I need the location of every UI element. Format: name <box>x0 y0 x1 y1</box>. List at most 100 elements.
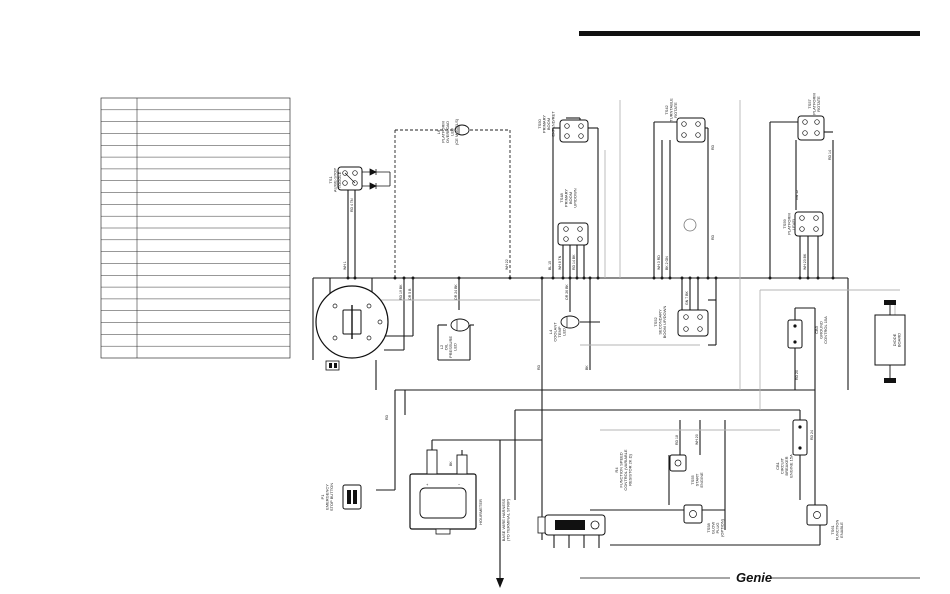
svg-text:OVERLOAD: OVERLOAD <box>445 121 450 143</box>
p1-emergency-stop-button[interactable] <box>342 484 362 510</box>
svg-text:TURNTABLE: TURNTABLE <box>669 98 674 122</box>
svg-text:(CE MODELS): (CE MODELS) <box>454 118 459 145</box>
svg-text:TS1: TS1 <box>328 176 333 184</box>
svg-text:LED: LED <box>450 128 455 136</box>
svg-text:P1: P1 <box>320 494 325 500</box>
svg-text:TS52: TS52 <box>653 316 658 326</box>
component-label-cb1: CB1 CIRCUIT BREAKER ENGINE 15A <box>775 454 794 478</box>
header-rule <box>579 31 920 36</box>
wire-label: RD <box>711 144 715 150</box>
wire-label: RD 18 <box>675 435 679 445</box>
svg-text:TS58: TS58 <box>706 522 711 532</box>
svg-text:L2: L2 <box>439 344 444 349</box>
ts52-secondary-boom-switch <box>677 309 709 337</box>
component-label-base-harness: BASE WIRE HARNESS (TO TERMINAL STRIP) <box>501 498 511 541</box>
svg-text:BOARD: BOARD <box>897 333 902 347</box>
bus-junctions <box>346 276 835 280</box>
svg-text:PRESSURE: PRESSURE <box>448 336 453 358</box>
svg-text:TS57: TS57 <box>807 98 812 108</box>
wire-label: BL 15 <box>548 261 552 270</box>
svg-text:ROTATE: ROTATE <box>673 102 678 118</box>
wire-label: OR 26 BK <box>565 284 569 300</box>
svg-text:PLATFORM: PLATFORM <box>787 213 792 234</box>
svg-text:OIL: OIL <box>444 343 449 350</box>
svg-text:BOOM: BOOM <box>546 118 551 130</box>
component-label-ts50: TS50 PRIMARY BOOM EXTEND/RET <box>537 111 556 137</box>
svg-text:BOOM: BOOM <box>568 192 573 204</box>
component-label-cb3: CB3 GROUND CONTROL 15A <box>814 316 828 344</box>
component-label-ts58: TS58 GLOW PLUG (OPTION) <box>706 518 725 537</box>
svg-text:(OPTION): (OPTION) <box>720 518 725 537</box>
component-label-ts52: TS52 SECONDARY BOOM UP/DOWN <box>653 306 667 339</box>
wire-label: WH 20 <box>695 434 699 445</box>
ts57-platform-rotate-switch <box>797 115 825 141</box>
svg-text:TEMP: TEMP <box>557 326 562 337</box>
svg-text:GROUND: GROUND <box>819 321 824 339</box>
wire-label: RD 4 TN <box>350 198 354 212</box>
ts55-start-engine-switch <box>669 454 687 472</box>
brand-logo: Genie <box>736 570 772 585</box>
svg-text:STOP BUTTON: STOP BUTTON <box>329 483 334 511</box>
dashed-ce-wires <box>394 129 511 278</box>
wire-label: RD <box>537 364 541 370</box>
mount-hole <box>683 218 697 232</box>
wire-label: WH 8 TN <box>558 255 562 270</box>
component-label-hourmeter: HOURMETER <box>478 499 483 525</box>
svg-text:PLATFORM: PLATFORM <box>812 93 817 114</box>
svg-text:R4: R4 <box>614 467 619 473</box>
component-label-ts55: TS55 START ENGINE <box>690 472 704 488</box>
svg-text:DIODE: DIODE <box>892 333 897 346</box>
l2-oil-pressure-led <box>450 318 470 332</box>
component-label-ts61: TS61 FUNCTION ENABLE <box>830 520 844 541</box>
l6-overload-led <box>454 124 470 136</box>
component-label-ts59: TS59 PLATFORM LEVEL <box>782 213 796 234</box>
svg-text:EMERGENCY: EMERGENCY <box>325 484 330 510</box>
svg-text:TS61: TS61 <box>830 524 835 534</box>
wire-label: RD 24 <box>810 430 814 440</box>
svg-text:CIRCUIT: CIRCUIT <box>780 457 785 474</box>
r4-function-speed-resistor <box>537 514 606 536</box>
wire-labels: WH 1 RD 4 TN RD 19 BK OR 5 B OR 24 BK WH… <box>343 144 832 466</box>
component-label-l4: L4 COOLANT TEMP LED <box>548 322 567 342</box>
wire-label: OR 5 B <box>408 288 412 300</box>
svg-text:(TO TERMINAL STRIP): (TO TERMINAL STRIP) <box>506 498 511 541</box>
auxiliary-wires <box>380 100 900 431</box>
svg-text:PRIMARY: PRIMARY <box>542 115 547 133</box>
ts59-platform-level-switch <box>794 211 824 237</box>
svg-text:CONTROL (VARIABLE: CONTROL (VARIABLE <box>623 449 628 490</box>
svg-text:GLOW: GLOW <box>711 522 716 534</box>
svg-text:TS48: TS48 <box>559 192 564 202</box>
svg-text:LED: LED <box>562 328 567 336</box>
hourmeter: + − <box>409 449 477 535</box>
svg-text:FUNCTION SPEED: FUNCTION SPEED <box>619 452 624 487</box>
component-label-r4: R4 FUNCTION SPEED CONTROL (VARIABLE RESI… <box>614 449 633 490</box>
svg-text:RESISTOR 2K Ω): RESISTOR 2K Ω) <box>628 453 633 485</box>
svg-text:SECONDARY: SECONDARY <box>658 309 663 335</box>
component-label-l2: L2 OIL PRESSURE LED <box>439 336 458 358</box>
wire-label: BK <box>449 461 453 466</box>
wire-label: RD 20 <box>795 370 799 380</box>
wire-label: RD <box>385 414 389 420</box>
ts61-function-enable-switch <box>806 504 828 526</box>
svg-text:CB3: CB3 <box>814 325 819 334</box>
svg-text:−: − <box>458 482 461 487</box>
svg-text:LED: LED <box>453 343 458 351</box>
svg-text:CB1: CB1 <box>775 461 780 470</box>
wire-label: BK 2 GN <box>665 256 669 270</box>
svg-text:ENGINE: ENGINE <box>699 472 704 488</box>
svg-text:+: + <box>426 482 429 487</box>
component-label-ts48: TS48 PRIMARY BOOM UP/DOWN <box>559 188 578 207</box>
ts50-primary-boom-extend-switch <box>559 119 589 143</box>
svg-text:HOURMETER: HOURMETER <box>478 499 483 525</box>
ts42-turntable-rotate-switch <box>676 117 706 143</box>
svg-text:PLUG: PLUG <box>715 523 720 534</box>
svg-text:BOOM UP/DOWN: BOOM UP/DOWN <box>662 306 667 339</box>
wire-label: RD 14 <box>828 150 832 160</box>
component-label-ts57: TS57 PLATFORM ROTATE <box>807 93 821 114</box>
svg-text:AUX/E-STOP: AUX/E-STOP <box>333 168 338 192</box>
diode-board <box>874 300 906 383</box>
svg-text:TOGGLE: TOGGLE <box>337 171 342 188</box>
cb3-ground-control-breaker <box>787 319 803 349</box>
wire-label: BK <box>585 365 589 370</box>
